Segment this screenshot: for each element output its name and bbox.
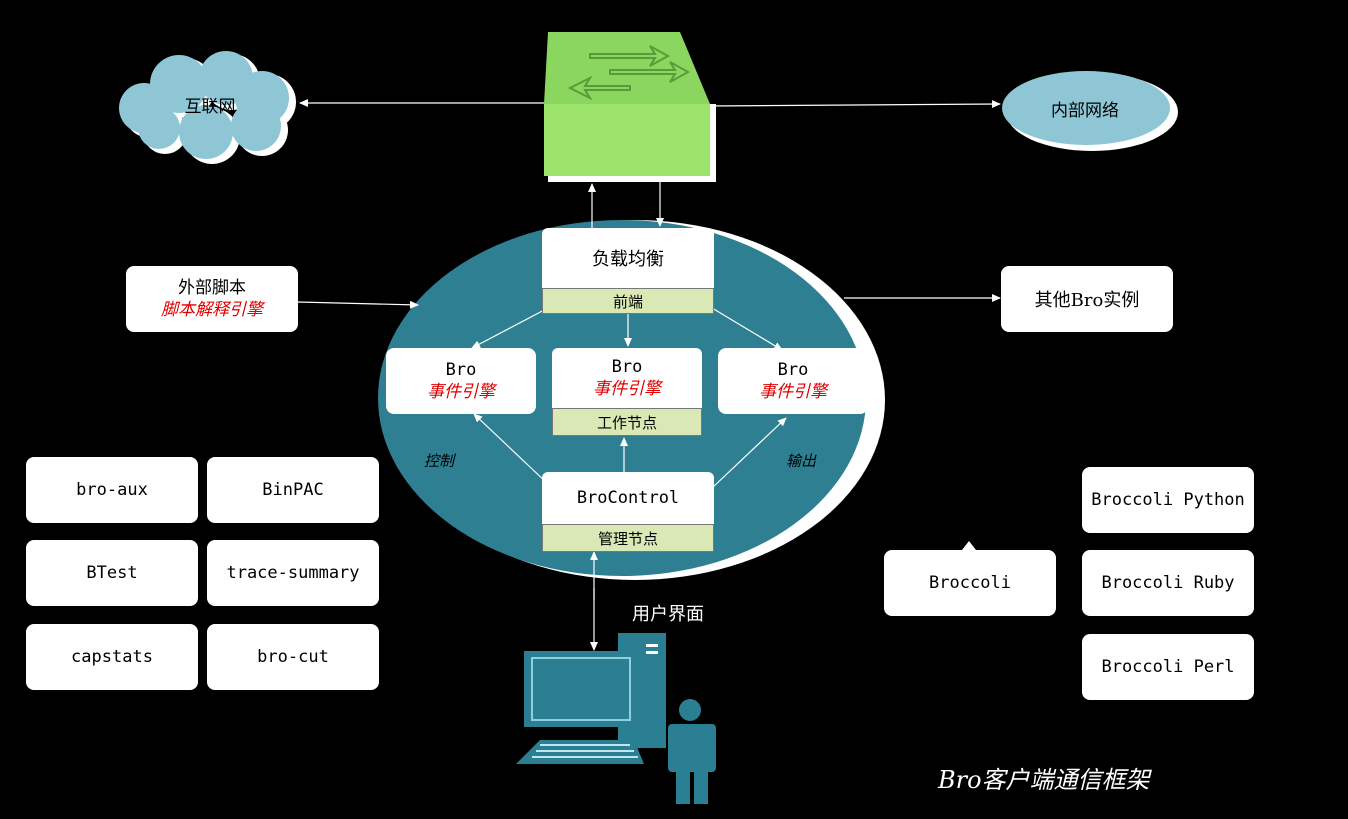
engine-left-subtitle: 事件引擎 bbox=[427, 382, 495, 402]
switch-icon bbox=[544, 32, 716, 182]
engine-right-subtitle: 事件引擎 bbox=[759, 382, 827, 402]
brocontrol-box[interactable]: BroControl bbox=[542, 472, 714, 524]
broccoli-ruby-box[interactable]: Broccoli Ruby bbox=[1082, 550, 1254, 616]
load-balance-box[interactable]: 负载均衡 bbox=[542, 228, 714, 288]
other-bro-instances-box[interactable]: 其他Bro实例 bbox=[1001, 266, 1173, 332]
user-interface-label: 用户界面 bbox=[632, 604, 704, 625]
control-label: 控制 bbox=[424, 452, 455, 470]
external-script-title: 外部脚本 bbox=[178, 278, 246, 298]
broccoli-perl-box[interactable]: Broccoli Perl bbox=[1082, 634, 1254, 700]
broccoli-box[interactable]: Broccoli bbox=[884, 550, 1056, 616]
output-label: 输出 bbox=[786, 452, 817, 470]
engine-mid-subtitle: 事件引擎 bbox=[593, 379, 661, 399]
script-engine-label: 脚本解释引擎 bbox=[161, 300, 263, 320]
engine-right-title: Bro bbox=[777, 360, 809, 380]
event-engine-middle[interactable]: Bro 事件引擎 bbox=[552, 348, 702, 408]
tool-btest[interactable]: BTest bbox=[26, 540, 198, 606]
worker-node-label: 工作节点 bbox=[552, 408, 702, 436]
internal-network-label: 内部网络 bbox=[1051, 101, 1119, 121]
tool-bro-aux[interactable]: bro-aux bbox=[26, 457, 198, 523]
tool-binpac[interactable]: BinPAC bbox=[207, 457, 379, 523]
tool-trace-summary[interactable]: trace-summary bbox=[207, 540, 379, 606]
internet-cloud-icon bbox=[119, 51, 296, 164]
frontend-label: 前端 bbox=[542, 288, 714, 314]
internet-label: 互联网 bbox=[184, 97, 236, 117]
event-engine-right[interactable]: Bro 事件引擎 bbox=[718, 348, 868, 414]
management-node-label: 管理节点 bbox=[542, 524, 714, 552]
external-script-box[interactable]: 外部脚本 脚本解释引擎 bbox=[126, 266, 298, 332]
computer-icon bbox=[516, 633, 666, 764]
engine-mid-title: Bro bbox=[611, 357, 643, 377]
engine-left-title: Bro bbox=[445, 360, 477, 380]
internal-network-icon bbox=[1002, 71, 1170, 145]
user-figure-icon bbox=[668, 699, 716, 804]
broccoli-python-box[interactable]: Broccoli Python bbox=[1082, 467, 1254, 533]
footer-title: Bro客户端通信框架 bbox=[938, 766, 1150, 794]
tool-bro-cut[interactable]: bro-cut bbox=[207, 624, 379, 690]
event-engine-left[interactable]: Bro 事件引擎 bbox=[386, 348, 536, 414]
broccoli-pointer bbox=[962, 541, 976, 550]
tool-capstats[interactable]: capstats bbox=[26, 624, 198, 690]
